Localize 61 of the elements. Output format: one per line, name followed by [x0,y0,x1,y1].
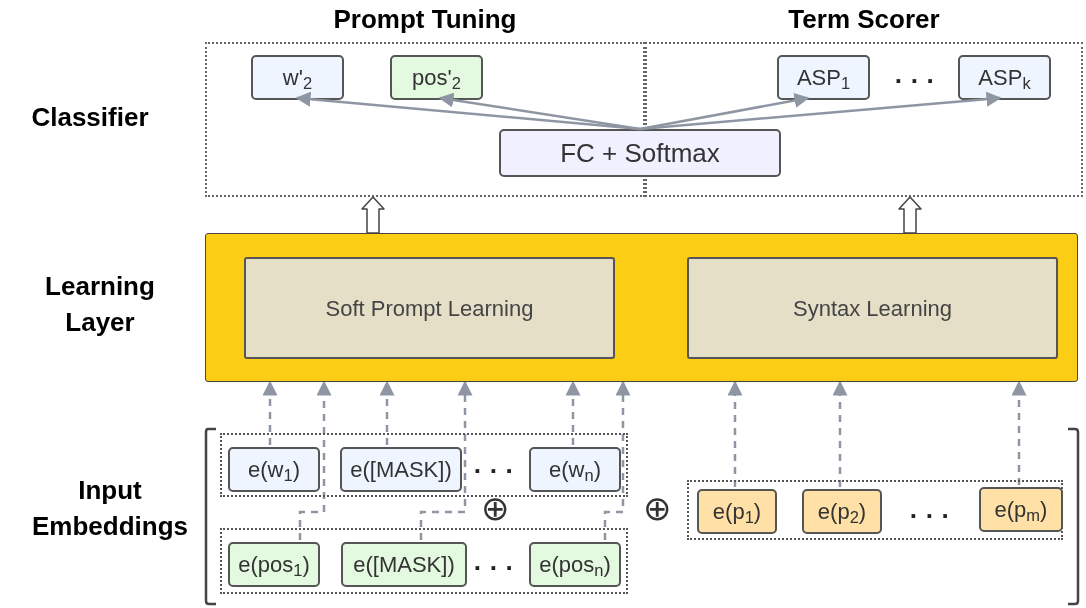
arrow [379,380,395,445]
arrow [639,91,1002,131]
ellipsis: · · · [472,455,516,488]
embedding-box [228,542,320,587]
panel-title: Term Scorer [787,3,941,36]
box-label: e(w$_{1}$) [248,456,300,486]
embedding-box [390,55,483,100]
hollow-arrow [361,196,385,234]
row-label: Classifier [30,101,150,134]
embedding-box [979,487,1063,532]
box-label: e(p$_{1}$) [712,498,762,528]
embedding-box [228,447,320,492]
arrow [262,380,278,445]
dotted-group [687,480,1063,540]
arrow [419,380,473,540]
box-label: ASP$_{k}$ [978,64,1031,94]
panel-title: Prompt Tuning [332,3,518,36]
row-label: Input Embeddings [31,474,189,543]
box-label: e(p$_{2}$) [817,498,867,528]
row-label: Learning Layer [44,270,156,339]
process-box [499,129,781,177]
box-label: w'$_{2}$ [282,64,313,94]
box-label: e(pos$_{1}$) [238,551,310,581]
arrow [1011,380,1027,485]
box-label: ASP$_{1}$ [796,64,851,94]
process-box [244,257,615,359]
layer-band [205,233,1078,382]
box-label: Syntax Learning [793,294,952,323]
embedding-box [697,489,777,534]
ellipsis: · · · [472,552,516,585]
box-label: e(w$_{n}$) [549,456,601,486]
plus-symbol: ⊕ [642,488,672,528]
dotted-group [220,528,628,594]
embedding-box [802,489,882,534]
ellipsis: · · · [893,65,937,98]
box-label: FC + Softmax [560,136,720,170]
embedding-box [341,542,467,587]
box-label: pos'$_{2}$ [412,64,461,94]
embedding-box [777,55,870,100]
plus-symbol: ⊕ [480,488,510,528]
arrow [603,380,631,540]
arrow [298,380,332,540]
hollow-arrow [898,196,922,234]
embedding-box [340,447,462,492]
embedding-box [958,55,1051,100]
embedding-box [251,55,344,100]
box-label: e(p$_{m}$) [994,496,1048,526]
dotted-group [220,433,628,497]
embedding-box [529,447,621,492]
box-label: e(pos$_{n}$) [539,551,611,581]
arrow [832,380,848,487]
ellipsis: · · · [908,500,952,533]
arrow [565,380,581,445]
arrow [727,380,743,487]
embedding-box [529,542,621,587]
arrow [639,93,810,131]
process-box [687,257,1058,359]
box-label: Soft Prompt Learning [325,294,534,323]
box-label: e([MASK]) [350,456,452,484]
box-label: e([MASK]) [353,551,455,579]
arrow [438,92,641,131]
